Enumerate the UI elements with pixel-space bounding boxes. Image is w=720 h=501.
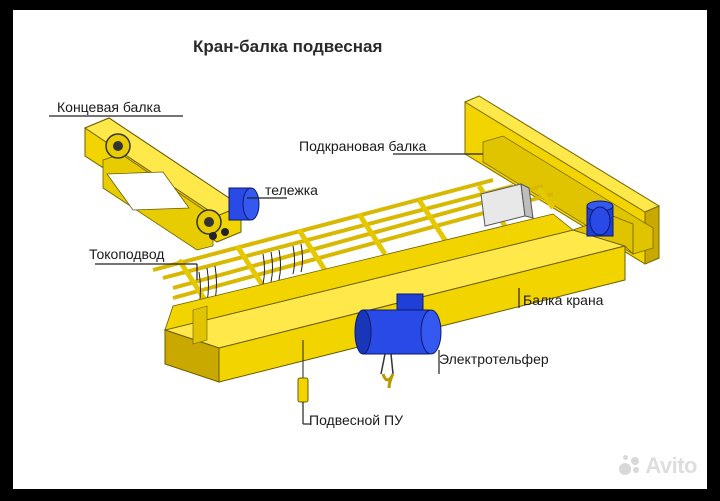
electric-hoist-shape: [354, 293, 442, 389]
crane-main-beam-shape: [163, 213, 627, 383]
diagram-title: Кран-балка подвесная: [193, 37, 383, 56]
avito-logo-icon: [619, 455, 641, 477]
label-trolley: тележка: [265, 182, 318, 198]
power-supply-crossbars: [176, 184, 556, 302]
label-electric-hoist: Электротельфер: [439, 351, 549, 367]
label-crane-beam: Балка крана: [523, 292, 604, 308]
festoon-cables: [198, 243, 303, 307]
crane-illustration: [49, 95, 661, 425]
label-pendant-control: Подвесной ПУ: [309, 412, 403, 428]
diagram-frame: Кран-балка подвесная Концевая балка Подк…: [13, 10, 707, 489]
label-power-supply: Токоподвод: [89, 246, 165, 262]
trolley-motor-shape: [228, 187, 260, 221]
right-carriage-shape: [571, 200, 634, 255]
leader-lines: [49, 115, 520, 425]
label-end-beam: Концевая балка: [57, 99, 161, 115]
avito-brand-text: Avito: [645, 453, 697, 478]
avito-watermark: Avito: [619, 453, 697, 479]
end-beam-shape: [83, 117, 243, 251]
label-runway-beam: Подкрановая балка: [299, 138, 427, 154]
control-box-shape: [480, 183, 534, 227]
